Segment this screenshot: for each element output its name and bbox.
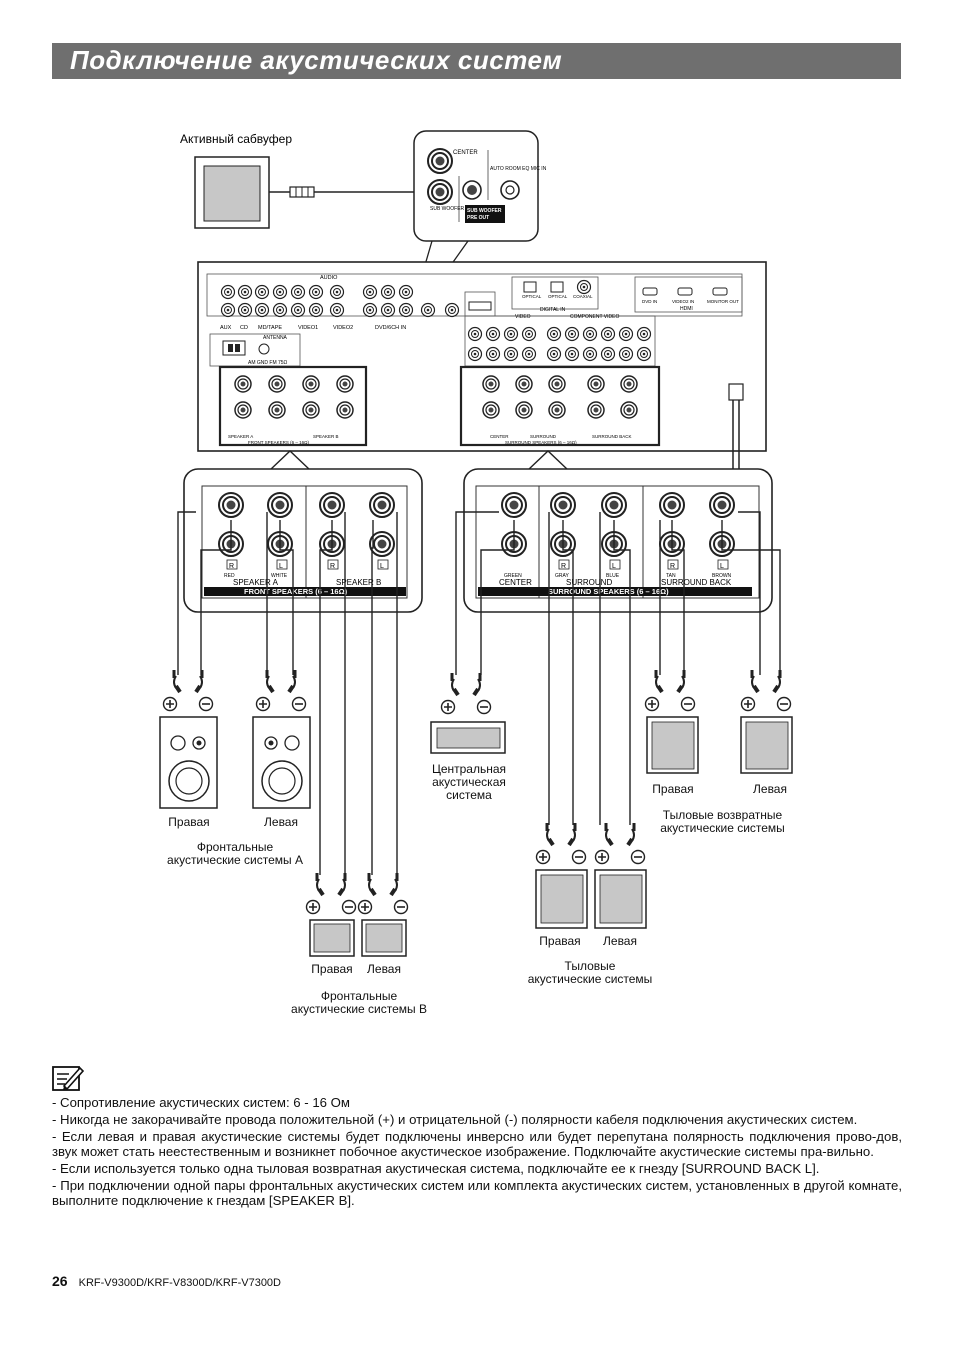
front-a-caption: Фронтальные акустические системы А (167, 840, 303, 867)
svg-text:VIDEO: VIDEO (515, 314, 531, 320)
svg-text:R: R (561, 563, 566, 570)
panel-digital-in: DIGITAL IN (540, 307, 566, 313)
svg-text:DVD/6CH IN: DVD/6CH IN (375, 325, 406, 331)
callout-sub: SUB WOOFER (430, 206, 465, 212)
front-b-caption: Фронтальные акустические системы В (291, 989, 427, 1016)
page-number: 26 (52, 1273, 68, 1289)
footer: 26 KRF-V9300D/KRF-V8300D/KRF-V7300D (52, 1273, 281, 1289)
svg-text:L: L (380, 563, 384, 570)
svg-text:FRONT SPEAKERS (6 – 16Ω): FRONT SPEAKERS (6 – 16Ω) (248, 440, 310, 445)
svg-text:SPEAKER B: SPEAKER B (313, 434, 339, 439)
label-surround-speakers: SURROUND SPEAKERS (6 – 16Ω) (548, 587, 669, 596)
surround-right-label: Правая (539, 934, 581, 948)
front-b-left-label: Левая (367, 962, 401, 976)
svg-text:DVD IN: DVD IN (642, 299, 657, 304)
label-gray: GRAY (555, 573, 569, 579)
callout-center: CENTER (453, 150, 478, 156)
svg-text:OPTICAL: OPTICAL (522, 294, 542, 299)
model-names: KRF-V9300D/KRF-V8300D/KRF-V7300D (78, 1277, 281, 1289)
svg-text:AM GND FM 75Ω: AM GND FM 75Ω (248, 360, 288, 366)
svg-text:R: R (330, 563, 335, 570)
svg-text:R: R (670, 563, 675, 570)
svg-text:VIDEO1: VIDEO1 (298, 325, 318, 331)
label-tan: TAN (666, 573, 676, 579)
front-b-right-label: Правая (311, 962, 353, 976)
label-white: WHITE (271, 573, 288, 579)
label-speaker-b: SPEAKER B (336, 578, 381, 587)
panel-antenna: ANTENNA (263, 335, 288, 341)
svg-text:VIDEO2 IN: VIDEO2 IN (672, 299, 694, 304)
svg-text:SURROUND BACK: SURROUND BACK (592, 434, 632, 439)
panel-audio: AUDIO (320, 275, 338, 281)
front-a-left-speaker (252, 716, 311, 809)
svg-text:OPTICAL: OPTICAL (548, 294, 568, 299)
svg-text:SPEAKER A: SPEAKER A (228, 434, 253, 439)
front-a-right-label: Правая (168, 815, 210, 829)
subwoofer-label: Активный сабвуфер (180, 132, 292, 146)
label-front-speakers: FRONT SPEAKERS (6 – 16Ω) (244, 587, 348, 596)
svg-text:CENTER: CENTER (490, 434, 509, 439)
label-brown: BROWN (712, 573, 732, 579)
svg-text:CD: CD (240, 325, 248, 331)
label-surround: SURROUND (566, 578, 612, 587)
panel-aux: AUX (220, 325, 232, 331)
label-speaker-a: SPEAKER A (233, 578, 279, 587)
front-a-left-label: Левая (264, 815, 298, 829)
svg-text:PRE OUT: PRE OUT (467, 215, 489, 221)
page-title: Подключение акустических систем (70, 45, 563, 75)
note-item: - При подключении одной пары фронтальных… (52, 1177, 902, 1208)
svg-text:L: L (612, 563, 616, 570)
svg-text:MD/TAPE: MD/TAPE (258, 325, 282, 331)
connection-diagram: Активный сабвуфер CENTER AUTO ROOM EQ MI… (159, 130, 793, 957)
notes-list: - Сопротивление акустических систем: 6 -… (52, 1095, 902, 1211)
note-item: - Если используется только одна тыловая … (52, 1160, 820, 1176)
back-left-label: Левая (753, 782, 787, 796)
label-surround-back: SURROUND BACK (661, 578, 732, 587)
note-icon (52, 1066, 84, 1091)
svg-text:SURROUND SPEAKERS (6 – 16Ω): SURROUND SPEAKERS (6 – 16Ω) (505, 440, 577, 445)
svg-text:R: R (229, 563, 234, 570)
front-a-right-speaker (159, 716, 218, 809)
label-red: RED (224, 573, 235, 579)
surround-caption: Тыловые акустические системы (527, 959, 653, 986)
panel-hdmi: HDMI (680, 306, 693, 312)
note-item: - Никогда не закорачивайте провода полож… (52, 1112, 858, 1128)
svg-text:SURROUND: SURROUND (530, 434, 557, 439)
back-caption: Тыловые возвратные акустические системы (660, 808, 785, 835)
svg-text:MONITOR OUT: MONITOR OUT (707, 299, 739, 304)
note-item: - Сопротивление акустических систем: 6 -… (52, 1095, 350, 1110)
svg-text:COAXIAL: COAXIAL (573, 294, 593, 299)
label-blue: BLUE (606, 573, 620, 579)
note-item: - Если левая и правая акустические систе… (52, 1129, 902, 1159)
surround-left-label: Левая (603, 934, 637, 948)
label-green: GREEN (504, 573, 522, 579)
svg-text:L: L (720, 563, 724, 570)
svg-text:SUB WOOFER: SUB WOOFER (467, 208, 502, 214)
callout-mic: AUTO ROOM EQ MIC IN (490, 166, 547, 172)
svg-text:VIDEO2: VIDEO2 (333, 325, 353, 331)
svg-text:COMPONENT VIDEO: COMPONENT VIDEO (570, 314, 619, 320)
svg-text:L: L (279, 563, 283, 570)
label-center: CENTER (499, 578, 532, 587)
back-right-label: Правая (652, 782, 694, 796)
title-banner: Подключение акустических систем (52, 43, 901, 79)
center-caption: Центральная акустическая система (431, 762, 507, 802)
